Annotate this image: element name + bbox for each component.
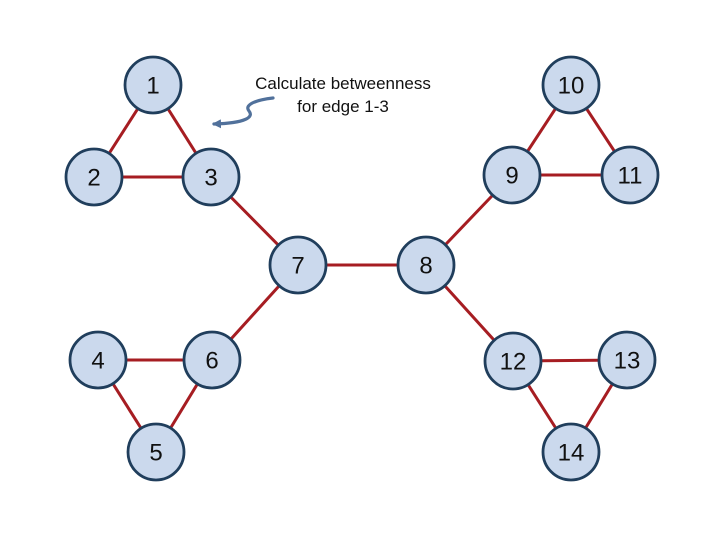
- node-label-9: 9: [505, 162, 518, 189]
- node-circle-2: [64, 147, 124, 207]
- node-label-13: 13: [614, 347, 641, 374]
- node-circle-7: [268, 235, 328, 295]
- node-13: 13: [597, 330, 657, 390]
- node-label-11: 11: [618, 162, 643, 189]
- node-label-8: 8: [419, 252, 432, 279]
- node-5: 5: [126, 422, 186, 482]
- node-10: 10: [541, 55, 601, 115]
- node-circle-6: [182, 330, 242, 390]
- node-1: 1: [123, 55, 183, 115]
- node-11: 11: [600, 145, 660, 205]
- node-6: 6: [182, 330, 242, 390]
- node-circle-12: [483, 331, 543, 391]
- node-circle-10: [541, 55, 601, 115]
- node-label-3: 3: [204, 164, 217, 191]
- node-14: 14: [541, 422, 601, 482]
- node-label-14: 14: [558, 439, 585, 466]
- node-label-6: 6: [205, 347, 218, 374]
- node-circle-8: [396, 235, 456, 295]
- node-circle-4: [68, 330, 128, 390]
- node-3: 3: [181, 147, 241, 207]
- node-circle-5: [126, 422, 186, 482]
- edges-layer: [92, 84, 632, 453]
- node-9: 9: [482, 145, 542, 205]
- node-7: 7: [268, 235, 328, 295]
- node-12: 12: [483, 331, 543, 391]
- node-label-5: 5: [149, 439, 162, 466]
- node-label-1: 1: [146, 72, 159, 99]
- node-circle-9: [482, 145, 542, 205]
- node-2: 2: [64, 147, 124, 207]
- node-8: 8: [396, 235, 456, 295]
- node-circle-11: [600, 145, 660, 205]
- node-circle-13: [597, 330, 657, 390]
- node-label-2: 2: [87, 164, 100, 191]
- node-label-7: 7: [291, 252, 304, 279]
- node-label-4: 4: [91, 347, 104, 374]
- node-label-10: 10: [558, 72, 585, 99]
- node-label-12: 12: [500, 348, 527, 375]
- node-circle-1: [123, 55, 183, 115]
- node-4: 4: [68, 330, 128, 390]
- annotation-line2: for edge 1-3: [297, 97, 389, 116]
- node-circle-3: [181, 147, 241, 207]
- annotation-text: Calculate betweenness for edge 1-3: [233, 72, 453, 118]
- annotation-line1: Calculate betweenness: [255, 74, 431, 93]
- node-circle-14: [541, 422, 601, 482]
- annotation-arrow: [212, 96, 275, 129]
